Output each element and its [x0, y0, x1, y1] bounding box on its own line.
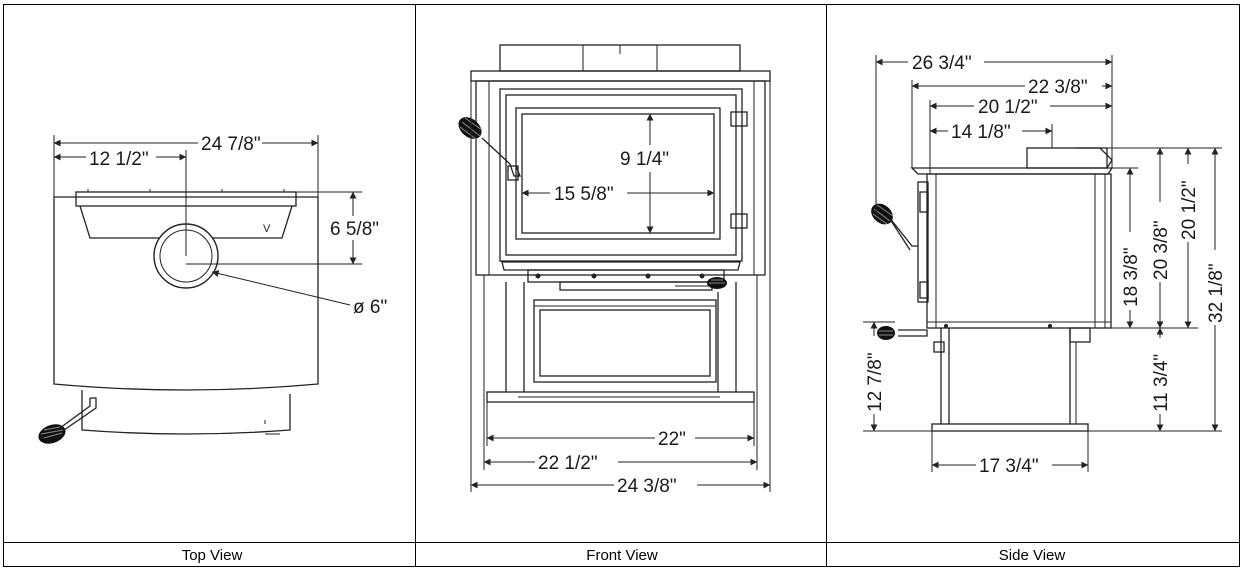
top-overall-width-label: 24 7/8" — [201, 134, 261, 155]
front-overall-width-label: 24 3/8" — [617, 476, 677, 497]
top-flue-diameter-label: ø 6" — [353, 297, 387, 318]
side-view-drawing — [884, 147, 1114, 432]
top-view-dimensions — [53, 135, 362, 306]
side-handle-height-label: 12 7/8" — [865, 352, 886, 412]
top-view-caption: Top View — [182, 547, 243, 564]
front-door-height-label: 9 1/4" — [620, 149, 669, 170]
side-flue-depth-label: 20 1/2" — [978, 97, 1038, 118]
front-body-width-label: 22 1/2" — [538, 453, 598, 474]
front-view-drawing — [470, 44, 771, 403]
side-body-depth-label: 22 3/8" — [1028, 77, 1088, 98]
side-top-height-label: 20 1/2" — [1179, 180, 1200, 240]
front-view-handle-icon — [458, 117, 483, 140]
front-base-width-label: 22" — [658, 429, 686, 450]
front-view-caption: Front View — [586, 547, 658, 564]
svg-text:V: V — [263, 223, 271, 235]
side-view-dimensions — [863, 55, 1222, 472]
view-table-grid — [3, 4, 1240, 567]
side-flue-collar-label: 14 1/8" — [951, 122, 1011, 143]
side-view-caption: Side View — [999, 547, 1066, 564]
side-body-height-label: 20 3/8" — [1151, 220, 1172, 280]
side-pedestal-depth-label: 17 3/4" — [979, 456, 1039, 477]
top-flue-depth-label: 6 5/8" — [330, 219, 379, 240]
side-pedestal-height-label: 11 3/4" — [1151, 354, 1172, 412]
side-view-control-knob-icon — [877, 326, 895, 340]
front-view-control-knob-icon — [707, 277, 727, 289]
front-view-dimensions — [470, 81, 771, 492]
top-flue-offset-label: 12 1/2" — [89, 149, 149, 170]
top-view-handle-icon — [38, 424, 66, 444]
side-view-handle-icon — [871, 203, 894, 225]
side-overall-depth-label: 26 3/4" — [912, 53, 972, 74]
side-overall-height-label: 32 1/8" — [1206, 263, 1227, 323]
front-door-width-label: 15 5/8" — [554, 184, 614, 205]
side-firebox-height-label: 18 3/8" — [1121, 247, 1142, 307]
